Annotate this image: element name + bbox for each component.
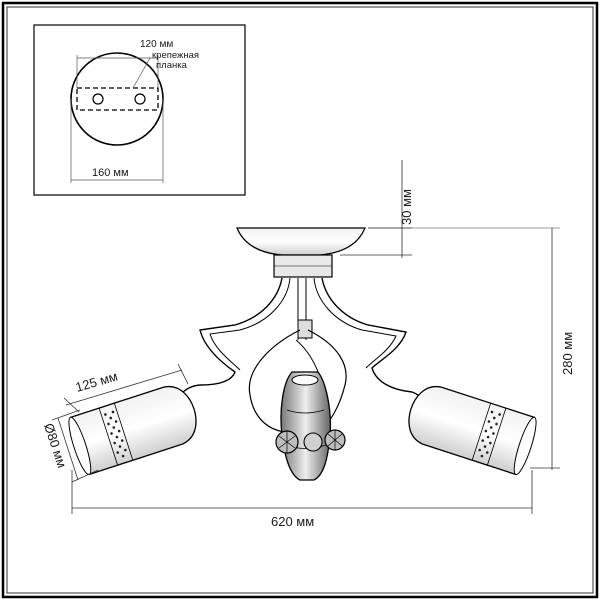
crystal-ball-right-facets bbox=[327, 430, 343, 450]
mounting-plate-outline bbox=[76, 87, 159, 111]
dim-125-line bbox=[65, 369, 183, 406]
loop-left bbox=[248, 329, 301, 433]
total-width-label: 620 мм bbox=[271, 514, 314, 529]
canopy-circle bbox=[70, 52, 164, 146]
canopy-bowl bbox=[236, 227, 366, 256]
shade-diameter-label: Ø80 мм bbox=[41, 421, 70, 469]
right-arm-inner bbox=[313, 277, 397, 369]
left-arm bbox=[177, 277, 283, 399]
crystal-ball-left-facets bbox=[278, 431, 296, 453]
right-arm bbox=[321, 277, 425, 403]
total-height-label: 280 мм bbox=[560, 332, 575, 375]
center-shade bbox=[280, 371, 332, 481]
crystal-ball-middle bbox=[303, 432, 323, 452]
center-stem-socket bbox=[297, 319, 313, 339]
plate-leader bbox=[132, 57, 151, 89]
screw-hole-right bbox=[134, 93, 146, 105]
dim-80-ext-bottom bbox=[71, 469, 99, 483]
canopy-diameter-label: 160 мм bbox=[92, 167, 129, 179]
plate-width-label: 120 мм bbox=[140, 39, 173, 50]
plate-label-line1: крепежная bbox=[152, 50, 199, 61]
right-shade bbox=[408, 385, 537, 476]
right-shade-opening bbox=[513, 416, 537, 476]
dim-80-ext-top bbox=[51, 409, 81, 421]
left-shade-dots bbox=[104, 410, 127, 458]
right-shade-band bbox=[471, 402, 507, 466]
right-shade-dots bbox=[478, 410, 501, 458]
canopy-height-label: 30 мм bbox=[399, 189, 414, 225]
dim-125-ext-right bbox=[177, 363, 189, 385]
center-shade-band-top bbox=[286, 409, 325, 414]
dimension-lines bbox=[51, 160, 560, 514]
lamp bbox=[68, 227, 537, 481]
mounting-inset: 120 мм крепежная планка 160 мм bbox=[33, 24, 246, 196]
center-shade-rim bbox=[291, 374, 319, 386]
left-shade bbox=[68, 385, 197, 476]
dim-125-ext-left bbox=[63, 397, 80, 413]
plate-label-line2: планка bbox=[156, 60, 188, 71]
left-arm-inner bbox=[209, 277, 291, 371]
inner-frame bbox=[6, 6, 594, 594]
screw-hole-left bbox=[92, 93, 104, 105]
left-shade-band bbox=[98, 402, 134, 466]
dim-80-line bbox=[57, 417, 79, 481]
